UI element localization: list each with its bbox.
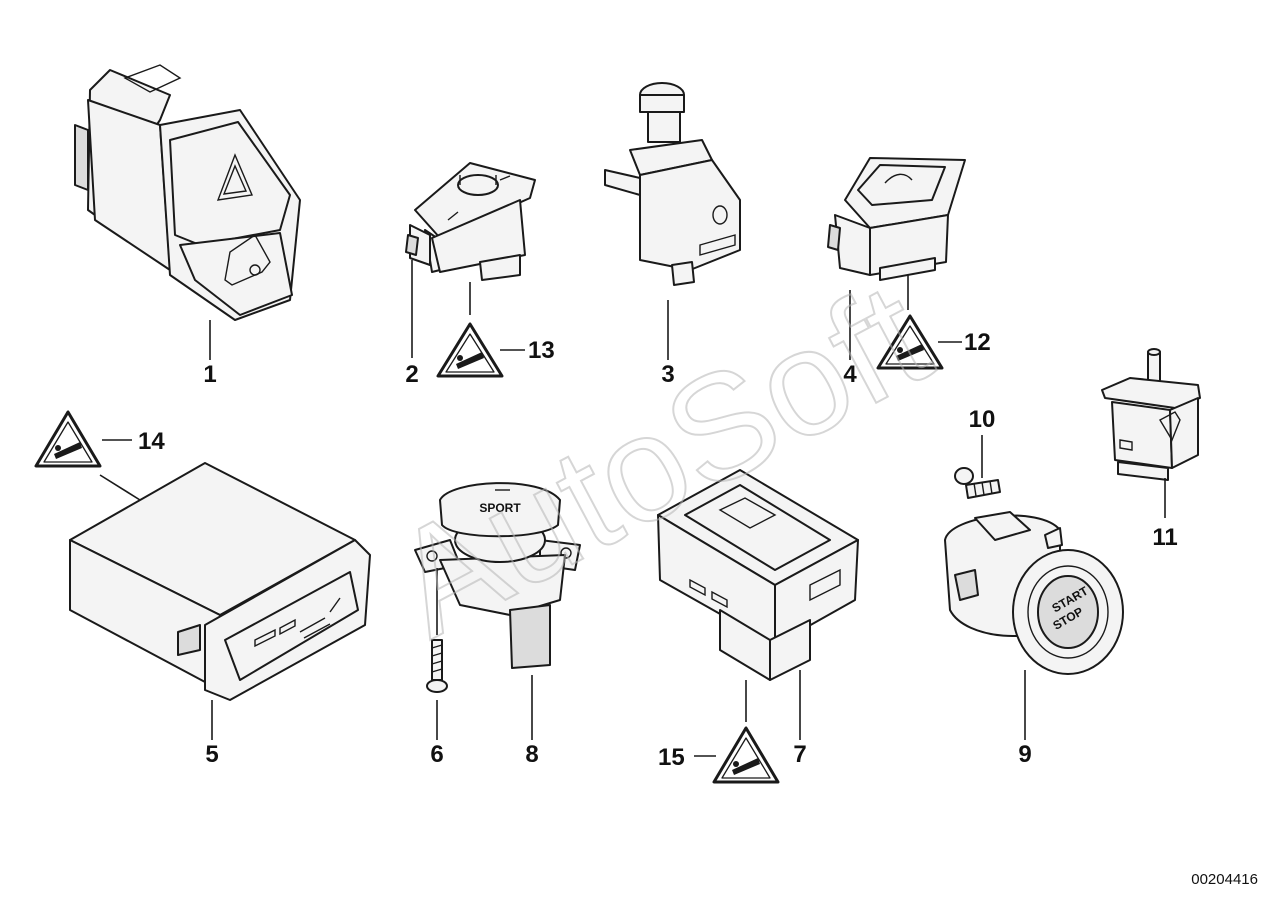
sport-button-label: SPORT xyxy=(479,501,521,515)
callout-15: 15 xyxy=(658,744,685,771)
callout-11: 11 xyxy=(1152,524,1177,551)
callout-12: 12 xyxy=(964,329,991,356)
part-4-trunk-switch[interactable] xyxy=(827,157,966,281)
callout-13: 13 xyxy=(528,337,555,364)
parts-set-triangle-14 xyxy=(34,410,102,468)
parts-set-triangle-12 xyxy=(876,314,944,370)
part-5-seat-heating-switch[interactable] xyxy=(69,462,371,701)
callout-9: 9 xyxy=(1018,741,1031,768)
callout-5: 5 xyxy=(205,741,218,768)
callout-6: 6 xyxy=(430,741,443,768)
callout-3: 3 xyxy=(661,361,674,388)
watermark: AutoSoft xyxy=(366,250,953,668)
callout-14: 14 xyxy=(138,428,165,455)
document-id: 00204416 xyxy=(1191,871,1258,888)
part-11-contact-switch[interactable] xyxy=(1101,348,1201,481)
callout-8: 8 xyxy=(525,741,538,768)
part-8-sport-button[interactable]: SPORT xyxy=(414,482,581,669)
callout-1: 1 xyxy=(203,361,216,388)
parts-set-triangle-13 xyxy=(436,322,504,378)
callout-7: 7 xyxy=(793,741,806,768)
part-10-screw[interactable] xyxy=(954,467,1001,499)
callout-4: 4 xyxy=(843,361,857,388)
callout-10: 10 xyxy=(969,406,996,433)
part-6-screw[interactable] xyxy=(426,639,448,693)
part-1-hazard-switch[interactable] xyxy=(74,64,301,321)
part-2-window-switch[interactable] xyxy=(405,162,536,281)
part-7-tailgate-button[interactable] xyxy=(657,469,859,681)
part-9-start-stop-switch[interactable]: START STOP xyxy=(944,511,1124,675)
callout-2: 2 xyxy=(405,361,418,388)
part-3-brake-switch[interactable] xyxy=(604,82,741,286)
parts-set-triangle-15 xyxy=(712,726,780,784)
